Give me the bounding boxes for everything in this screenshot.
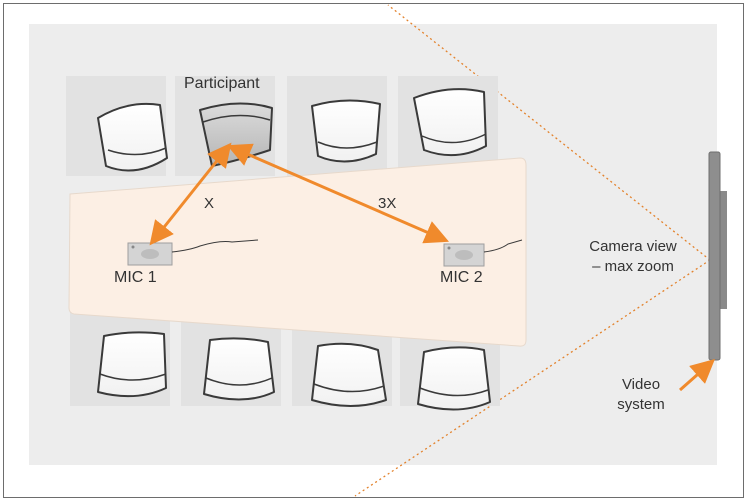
chair-top-1 xyxy=(97,102,168,172)
camera-view-lower-boundary xyxy=(354,259,711,497)
distance-arrow-mic2 xyxy=(226,143,450,244)
video-system-pointer-arrow xyxy=(679,359,715,392)
camera-view-upper-boundary xyxy=(387,4,711,261)
mic-2-label: MIC 2 xyxy=(440,269,483,286)
video-system-label-line-2: system xyxy=(617,396,665,413)
mic-2-icon xyxy=(443,239,523,267)
distance-far-label: 3X xyxy=(378,195,397,212)
diagram-frame xyxy=(3,3,744,498)
distance-near-label: X xyxy=(204,195,215,212)
chair-bottom-4 xyxy=(417,346,491,411)
video-system-icon xyxy=(708,151,727,361)
camera-view-label-line-2: – max zoom xyxy=(592,258,674,275)
distance-arrow-mic1 xyxy=(149,142,232,246)
chair-bottom-1 xyxy=(97,331,167,398)
mic-1-icon xyxy=(127,239,259,266)
chair-top-4 xyxy=(413,88,487,157)
camera-view-label-line-1: Camera view xyxy=(589,238,677,255)
chair-bottom-2 xyxy=(203,337,275,401)
video-system-label-line-1: Video xyxy=(621,376,661,393)
participant-label: Participant xyxy=(184,75,260,92)
chair-bottom-3 xyxy=(311,342,387,407)
mic-1-label: MIC 1 xyxy=(114,269,157,286)
chair-top-3 xyxy=(311,99,381,163)
